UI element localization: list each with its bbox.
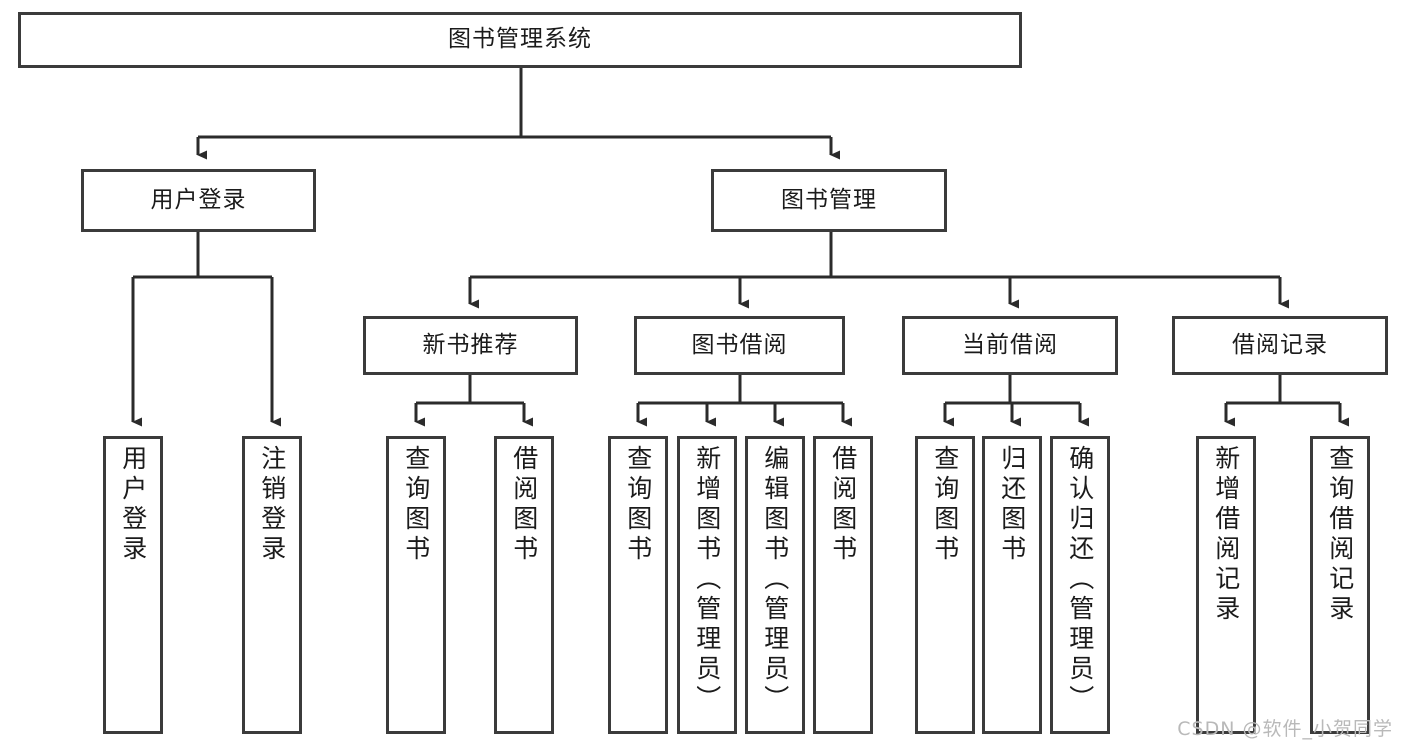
node-label: 编辑图书（管理员） [760, 445, 790, 715]
node-book-manage[interactable]: 图书管理 [711, 169, 947, 232]
node-label: 用户登录 [150, 186, 247, 213]
node-leaf-edit-book[interactable]: 编辑图书（管理员） [745, 436, 805, 734]
node-current-borrow[interactable]: 当前借阅 [902, 316, 1118, 375]
node-leaf-query-book-current[interactable]: 查询图书 [915, 436, 975, 734]
node-label: 归还图书 [997, 445, 1027, 565]
node-label: 确认归还（管理员） [1065, 445, 1095, 715]
node-leaf-return-book[interactable]: 归还图书 [982, 436, 1042, 734]
node-label: 用户登录 [118, 445, 148, 565]
node-label: 借阅图书 [828, 445, 858, 565]
node-label: 新增图书（管理员） [692, 445, 722, 715]
node-label: 借阅图书 [509, 445, 539, 565]
node-borrow-record[interactable]: 借阅记录 [1172, 316, 1388, 375]
node-label: 当前借阅 [962, 331, 1058, 358]
node-leaf-query-book-recommend[interactable]: 查询图书 [386, 436, 446, 734]
node-label: 图书管理 [781, 186, 877, 213]
node-label: 新增借阅记录 [1211, 445, 1241, 625]
node-leaf-query-borrow-record[interactable]: 查询借阅记录 [1310, 436, 1370, 734]
node-leaf-borrow-book[interactable]: 借阅图书 [813, 436, 873, 734]
node-book-borrow[interactable]: 图书借阅 [634, 316, 845, 375]
node-label: 查询图书 [623, 445, 653, 565]
node-label: 查询图书 [930, 445, 960, 565]
node-leaf-add-book[interactable]: 新增图书（管理员） [677, 436, 737, 734]
node-label: 查询图书 [401, 445, 431, 565]
node-leaf-query-book-borrow[interactable]: 查询图书 [608, 436, 668, 734]
node-book-management-system[interactable]: 图书管理系统 [18, 12, 1022, 68]
node-leaf-confirm-return[interactable]: 确认归还（管理员） [1050, 436, 1110, 734]
node-label: 新书推荐 [422, 331, 519, 358]
node-label: 图书管理系统 [448, 26, 592, 53]
node-label: 图书借阅 [691, 331, 788, 358]
node-label: 注销登录 [257, 445, 287, 565]
node-user-login[interactable]: 用户登录 [81, 169, 316, 232]
node-leaf-add-borrow-record[interactable]: 新增借阅记录 [1196, 436, 1256, 734]
node-leaf-borrow-book-recommend[interactable]: 借阅图书 [494, 436, 554, 734]
node-label: 查询借阅记录 [1325, 445, 1355, 625]
node-leaf-user-login[interactable]: 用户登录 [103, 436, 163, 734]
node-new-book-recommend[interactable]: 新书推荐 [363, 316, 578, 375]
node-leaf-user-logout[interactable]: 注销登录 [242, 436, 302, 734]
csdn-watermark: CSDN @软件_小贺同学 [1177, 718, 1393, 740]
node-label: 借阅记录 [1232, 331, 1328, 358]
